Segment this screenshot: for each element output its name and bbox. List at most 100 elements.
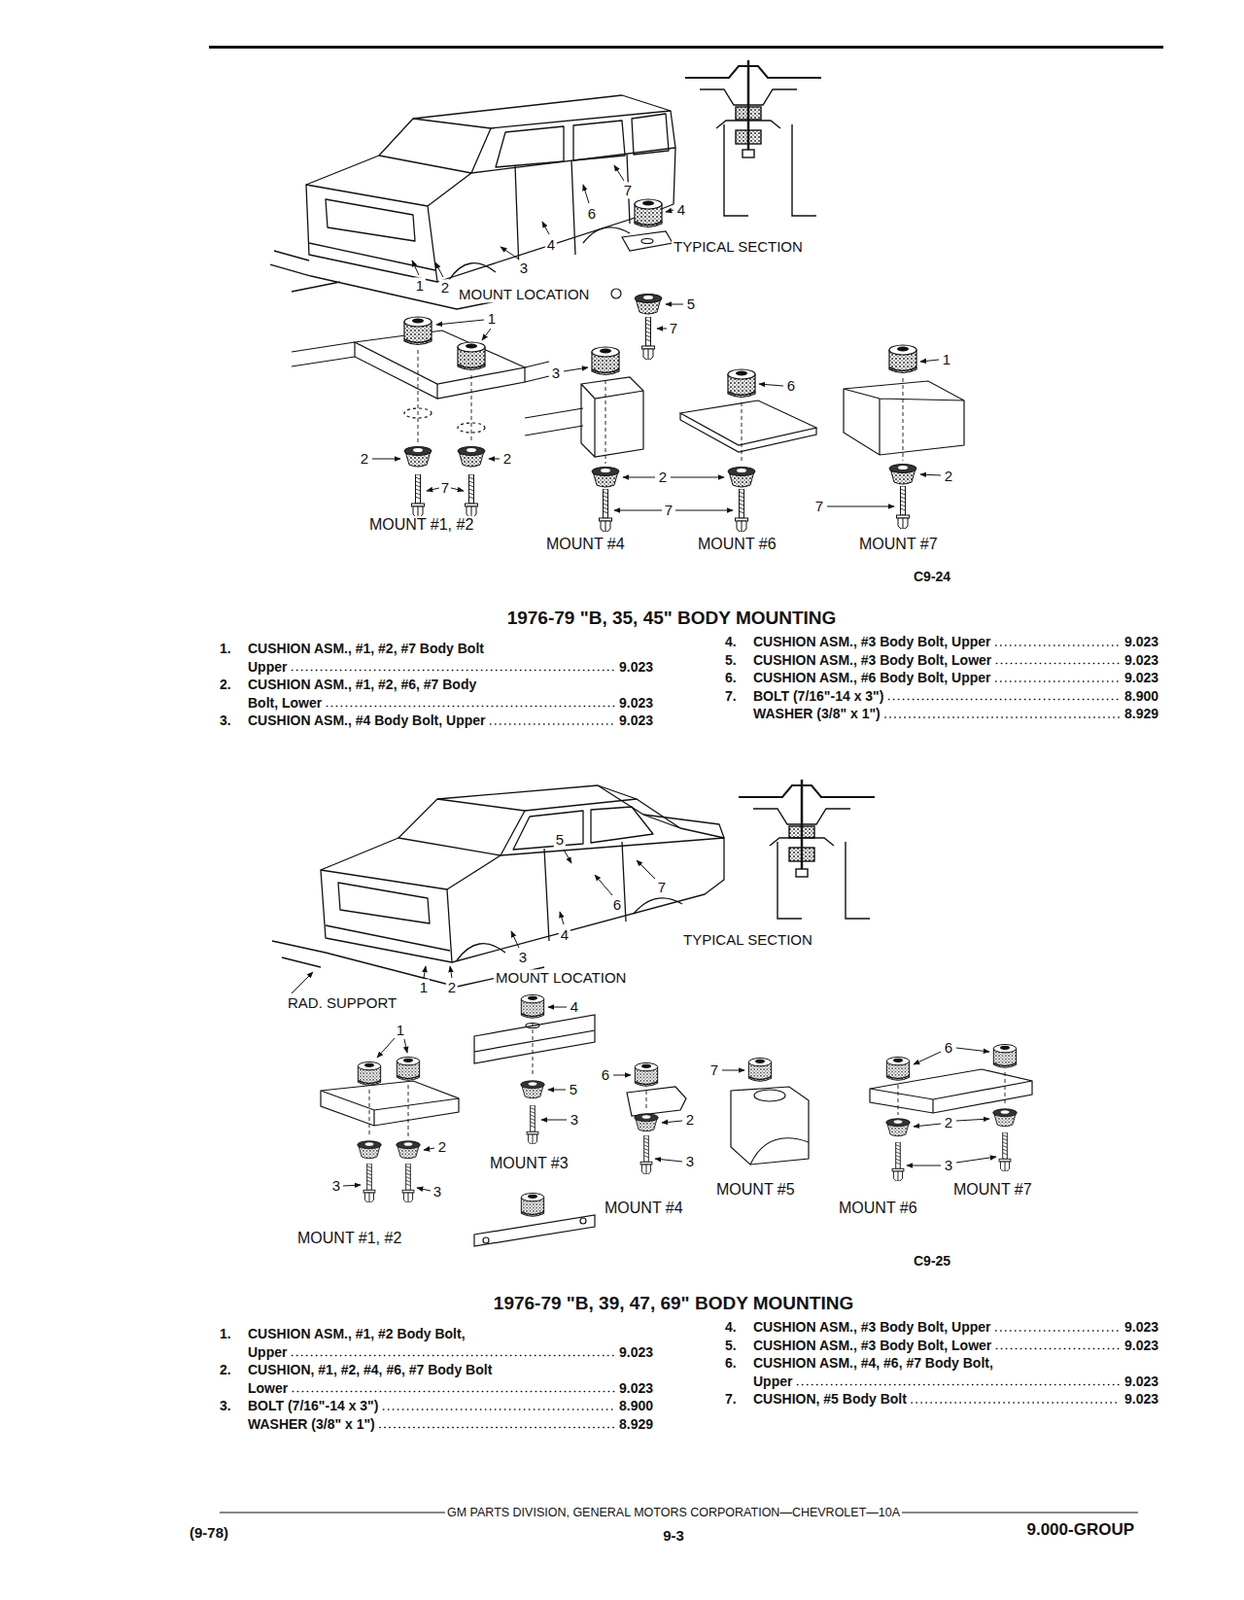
- leader-line: [563, 849, 572, 864]
- group-code: 9.000-GROUP: [1024, 1520, 1137, 1540]
- part-description: WASHER (3/8" x 1"): [753, 704, 1074, 724]
- wagon-drawing: [309, 242, 436, 271]
- body-cushion: [526, 1105, 539, 1144]
- parts-row: 3. CUSHION ASM., #4 Body Bolt, Upper 9.023: [219, 711, 654, 730]
- wagon-drawing: [325, 199, 415, 242]
- callout-number: 7: [813, 497, 826, 515]
- dot-leader: [380, 1426, 615, 1428]
- callout-number: 2: [501, 449, 514, 467]
- typical-section: [685, 66, 822, 78]
- leader-line: [613, 1074, 631, 1076]
- callout-number: 6: [599, 1066, 612, 1083]
- mount-location-detail: [611, 288, 622, 299]
- body-cushion: [634, 199, 662, 228]
- leader-line: [722, 1070, 745, 1072]
- parts-row: 6. CUSHION ASM., #4, #6, #7 Body Bolt, Up…: [725, 1353, 1159, 1390]
- dot-leader: [996, 680, 1120, 682]
- part-description: BOLT (7/16"-14 x 3"): [753, 687, 1074, 706]
- body-cushion: [993, 1044, 1016, 1069]
- mount-location-detail: [641, 239, 654, 244]
- leader-line: [656, 328, 667, 330]
- leader-line: [614, 510, 662, 512]
- parts-row: 2.CUSHION ASM., #1, #2, #6, #7 Body Bolt…: [219, 675, 654, 712]
- callout-number: 1: [417, 978, 430, 996]
- dot-leader: [996, 1329, 1120, 1331]
- sedan-drawing: [437, 785, 637, 811]
- body-cushion: [993, 1108, 1018, 1127]
- callout-number: 2: [439, 278, 451, 296]
- item-number: 3.: [219, 711, 232, 730]
- parts-row: WASHER (3/8" x 1")8.929: [219, 1415, 654, 1434]
- body-cushion: [357, 1062, 381, 1086]
- sedan-drawing: [456, 898, 683, 961]
- callout-number: 1: [485, 310, 498, 327]
- body-cushion: [520, 995, 544, 1019]
- body-cushion: [727, 369, 756, 398]
- body-cushion: [727, 467, 756, 488]
- sedan-drawing: [320, 837, 501, 890]
- callout-number: 6: [785, 377, 797, 394]
- callout-number: 2: [942, 467, 955, 484]
- parts-list: 4.CUSHION ASM., #3 Body Bolt, Upper9.023…: [725, 1317, 1159, 1409]
- mount-structure: [580, 1217, 587, 1224]
- item-number: 6.: [725, 1353, 737, 1373]
- leader-line: [665, 209, 674, 212]
- part-description: CUSHION ASM., #4, #6, #7 Body Bolt, Uppe…: [753, 1353, 1006, 1390]
- leader-line: [377, 1037, 395, 1058]
- dot-leader: [888, 698, 1120, 700]
- leader-line: [343, 1184, 361, 1186]
- group-number: 9.023: [619, 657, 654, 677]
- group-number: 9.023: [1124, 632, 1159, 652]
- group-number: 9.023: [1124, 1317, 1159, 1337]
- body-cushion: [457, 342, 485, 371]
- body-cushion: [640, 1135, 653, 1175]
- body-cushion: [357, 1140, 382, 1159]
- item-number: 2.: [219, 675, 232, 694]
- body-cushion: [642, 316, 656, 360]
- leader-line: [622, 477, 656, 479]
- group-number: 9.023: [619, 711, 654, 730]
- part-description: CUSHION ASM., #1, #2 Body Bolt, Upper: [247, 1324, 501, 1361]
- body-cushion: [599, 488, 613, 532]
- leader-line: [548, 1006, 567, 1008]
- parts-row: 7.BOLT (7/16"-14 x 3")8.900: [725, 687, 1159, 706]
- item-number: 7.: [725, 1389, 737, 1409]
- leader-line: [956, 1118, 990, 1121]
- callout-number: 2: [684, 1110, 696, 1128]
- group-number: 9.023: [1124, 1389, 1159, 1409]
- parts-row: 1.CUSHION ASM., #1, #2, #7 Body Bolt Upp…: [219, 639, 654, 676]
- footer-code: (9-78): [187, 1523, 231, 1541]
- part-description: CUSHION ASM., #4 Body Bolt, Upper: [247, 711, 501, 730]
- leader-line: [436, 319, 484, 325]
- body-cushion: [412, 474, 425, 518]
- leader-line: [956, 1156, 997, 1163]
- typical-section: [800, 779, 804, 871]
- wagon-drawing: [306, 184, 438, 282]
- item-number: 4.: [725, 1317, 737, 1337]
- leader-line: [511, 931, 519, 948]
- sedan-drawing: [325, 925, 450, 951]
- callout-number: 4: [545, 236, 557, 253]
- parts-row: 5.CUSHION ASM., #3 Body Bolt, Lower9.023: [725, 651, 1159, 670]
- leader-line: [759, 383, 784, 386]
- leader-line: [412, 260, 419, 276]
- group-number: 9.023: [1124, 1372, 1159, 1391]
- part-description: CUSHION ASM., #3 Body Bolt, Lower: [753, 1336, 1006, 1355]
- mount-caption: MOUNT #7: [951, 1180, 1035, 1199]
- mount-structure: [750, 1138, 809, 1165]
- callout-number: 2: [436, 1138, 449, 1155]
- body-cushion: [889, 345, 917, 374]
- wagon-drawing: [515, 153, 630, 271]
- leader-line: [906, 1165, 941, 1167]
- mount-structure: [291, 330, 965, 464]
- body-cushion: [457, 447, 485, 468]
- part-description: CUSHION ASM., #3 Body Bolt, Lower: [753, 651, 1074, 670]
- body-cushion: [999, 1132, 1011, 1172]
- leader-line: [482, 328, 491, 341]
- leader-line: [665, 304, 684, 306]
- body-cushion: [404, 447, 432, 468]
- body-cushion: [634, 294, 662, 315]
- leader-line: [594, 874, 613, 896]
